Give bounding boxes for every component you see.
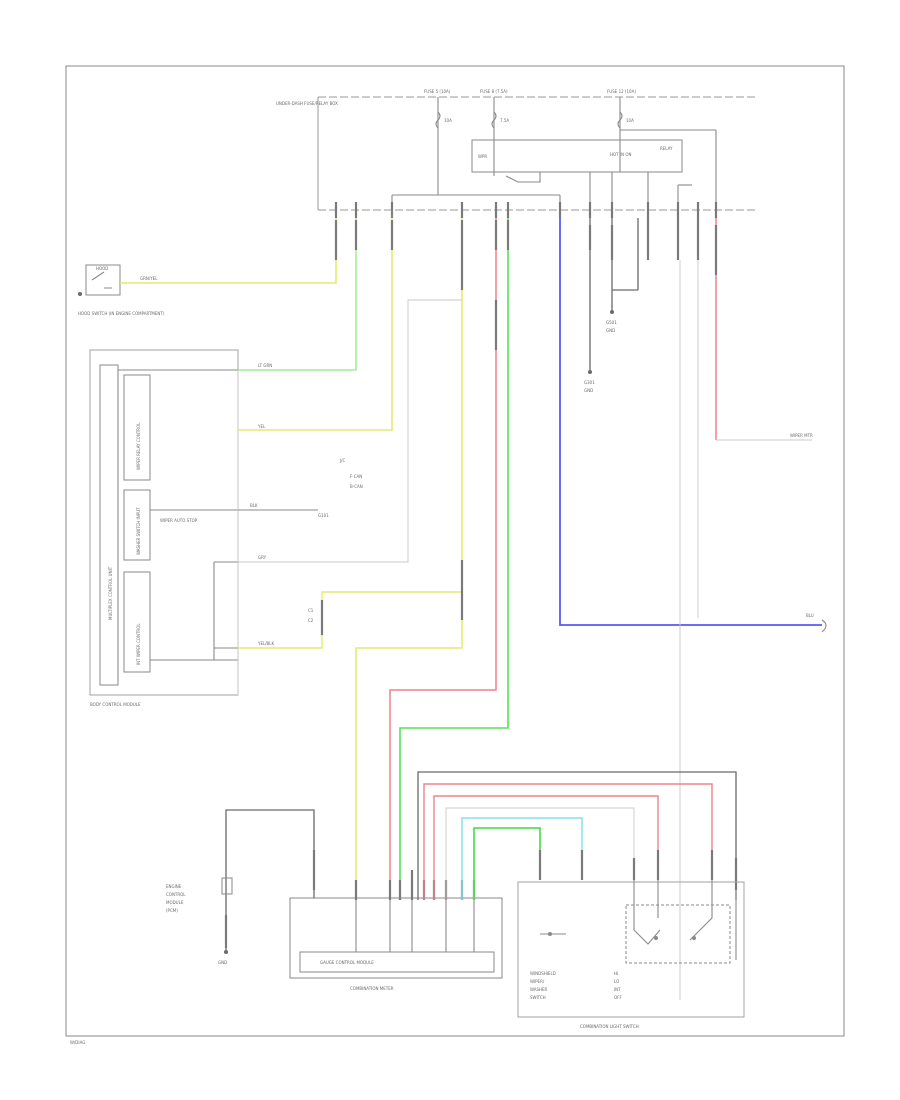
wire-center-red	[389, 218, 497, 900]
switch-lbl-hi: HI	[614, 971, 618, 976]
bus-connector-pins	[334, 202, 718, 218]
switch-pins	[538, 850, 738, 890]
svg-text:WASHER SWITCH INPUT: WASHER SWITCH INPUT	[136, 507, 141, 555]
svg-text:UNDER-DASH FUSE/RELAY BOX: UNDER-DASH FUSE/RELAY BOX	[276, 101, 338, 106]
left-bottom-component	[221, 809, 316, 954]
wire-yel-blk-label: YEL/BLK	[257, 641, 275, 646]
body-control-module: MULTIPLEX CONTROL UNIT WIPER RELAY CONTR…	[89, 349, 239, 696]
hood-switch: HOOD	[78, 264, 121, 296]
relay-box-label: UNDER-DASH FUSE/RELAY BOX	[276, 101, 338, 106]
switch-lbl-2: WIPER/	[530, 979, 545, 984]
svg-text:GND: GND	[606, 328, 615, 333]
fuse-3-label: FUSE 12 (10A)	[607, 89, 636, 94]
wire-ecm-black-loop	[417, 771, 737, 900]
combination-switch	[517, 880, 745, 1018]
left-bottom-label: ENGINE	[166, 884, 182, 889]
svg-text:GND: GND	[584, 388, 593, 393]
switch-lbl-int: INT	[614, 987, 621, 992]
left-bottom-label-3: MODULE	[166, 900, 184, 905]
fuse-2-label: FUSE 8 (7.5A)	[480, 89, 508, 94]
ecm-label: COMBINATION METER	[350, 986, 394, 991]
ground-g301: G301 GND	[584, 218, 595, 393]
wire-bcm-yel-blk	[238, 591, 462, 649]
wire-yellow-label: YEL	[257, 424, 266, 429]
ground-g501: G501 GND	[606, 218, 639, 333]
wire-blue-label: BLU	[806, 613, 814, 618]
wire-gry-label: GRY	[258, 555, 267, 560]
wire-lt-green-label: LT GRN	[258, 363, 272, 368]
wire-bcm-lt-green	[238, 218, 357, 371]
fuse-1-label: FUSE 5 (10A)	[424, 89, 451, 94]
svg-text:10A: 10A	[626, 118, 634, 123]
relay-sub-label: RELAY	[660, 146, 673, 151]
relay-coil	[505, 172, 541, 183]
left-bottom-label-2: CONTROL	[166, 892, 186, 897]
wire-center-green	[399, 218, 509, 900]
main-fuse-label: HOT IN ON	[610, 152, 631, 157]
wire-blue	[559, 218, 822, 626]
switch-lbl-lo: LO	[614, 979, 619, 984]
bcm-label: BODY CONTROL MODULE	[90, 702, 141, 707]
relay-label: WPR	[478, 154, 487, 159]
right-label-1: WIPER MTR	[790, 433, 813, 438]
svg-text:HOOD: HOOD	[96, 266, 108, 271]
diagram-border	[65, 65, 845, 1037]
fuse-3: 10A	[617, 97, 634, 130]
can-line-2-label: B-CAN	[350, 484, 363, 489]
svg-text:INT WIPER CONTROL: INT WIPER CONTROL	[136, 623, 141, 665]
wire-bcm-gray	[238, 299, 462, 563]
svg-text:G301: G301	[584, 380, 595, 385]
wire-bcm-yellow	[238, 218, 393, 431]
wire-ecm-gray-loop	[445, 807, 635, 900]
blue-connector	[821, 619, 827, 633]
junction-label: J/C	[339, 458, 346, 463]
ecm-pins	[354, 870, 476, 900]
connector-c2-label: C2	[308, 618, 314, 623]
wire-center-yellow	[355, 218, 463, 900]
switch-lbl-1: WINDSHIELD	[530, 971, 556, 976]
ground-g101-label: G101	[318, 513, 329, 518]
fuse-1: 10A	[435, 97, 452, 130]
switch-lbl-4: SWITCH	[530, 995, 546, 1000]
svg-text:G501: G501	[606, 320, 617, 325]
switch-box-label: COMBINATION LIGHT SWITCH	[580, 1024, 639, 1029]
wire-blk-label: BLK	[250, 503, 258, 508]
switch-lbl-off: OFF	[614, 995, 622, 1000]
wire-right-gray-long	[679, 260, 699, 1000]
ground-label-3: GND	[218, 960, 227, 965]
wire-ecm-red-loop-1	[423, 783, 713, 900]
svg-text:MULTIPLEX CONTROL UNIT: MULTIPLEX CONTROL UNIT	[108, 566, 113, 620]
wiper-relay-box	[471, 139, 683, 173]
wire-center-terminals	[334, 220, 510, 620]
svg-text:WIPER AUTO STOP: WIPER AUTO STOP	[160, 518, 198, 523]
wire-ecm-green-loop	[473, 827, 541, 900]
fuse-2: 7.5A	[491, 97, 509, 130]
ecm-box: GAUGE CONTROL MODULE	[289, 897, 503, 979]
wire-hood-grn-yel	[120, 218, 337, 284]
can-line-label: F-CAN	[350, 474, 362, 479]
right-terminals	[646, 218, 700, 260]
svg-text:7.5A: 7.5A	[500, 118, 509, 123]
connector-c1-label: C1	[308, 608, 314, 613]
wire-ecm-red-loop-2	[433, 795, 659, 900]
left-bottom-label-4: (PCM)	[166, 908, 178, 913]
svg-text:10A: 10A	[444, 118, 452, 123]
hood-switch-label: HOOD SWITCH (IN ENGINE COMPARTMENT)	[78, 311, 165, 316]
switch-lbl-3: WASHER	[530, 987, 548, 992]
wire-ecm-cyan-loop	[461, 817, 583, 900]
svg-text:WIPER RELAY CONTROL: WIPER RELAY CONTROL	[136, 422, 141, 470]
footer-code: W/DIAG	[70, 1040, 85, 1045]
svg-text:GAUGE CONTROL MODULE: GAUGE CONTROL MODULE	[320, 960, 374, 965]
wire-hood-label: GRN/YEL	[140, 276, 158, 281]
